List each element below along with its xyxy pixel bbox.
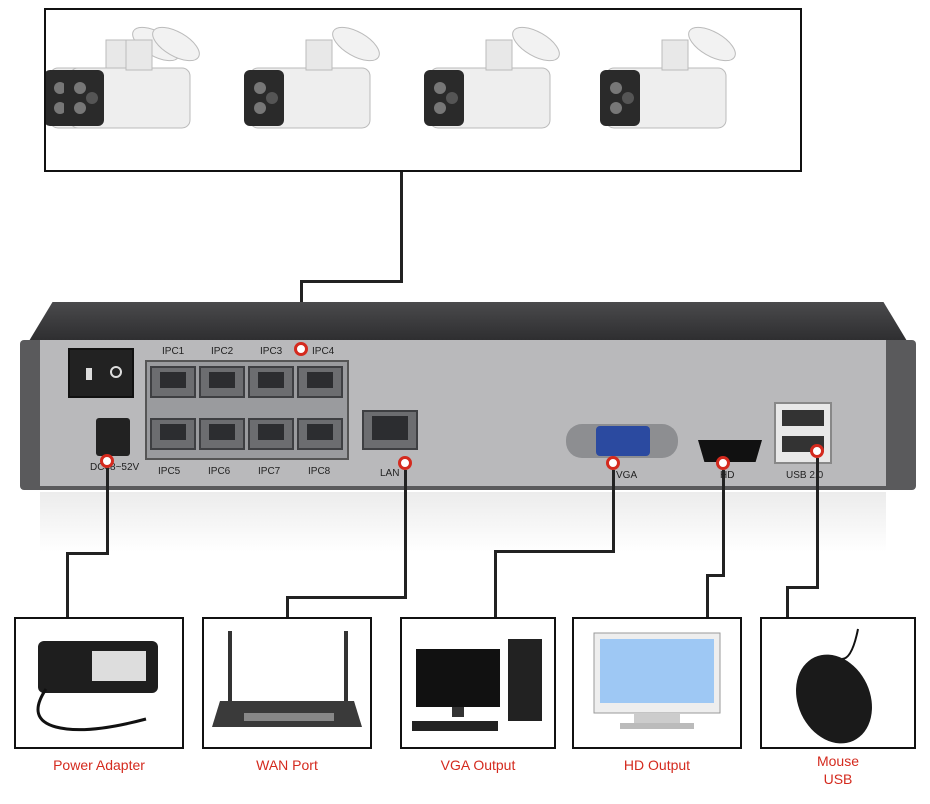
marker-vga (606, 456, 620, 470)
vga-port (566, 424, 678, 458)
caption-wan-port: WAN Port (256, 757, 318, 773)
camera-group-box (44, 8, 802, 172)
marker-usb (810, 444, 824, 458)
wire-vga-v2 (494, 550, 497, 618)
ipc8-port (297, 418, 343, 450)
power-adapter-image (36, 641, 158, 732)
ipc5-port (150, 418, 196, 450)
ipc2-port (199, 366, 245, 398)
marker-lan (398, 456, 412, 470)
hd-monitor-box (572, 617, 742, 749)
ipc7-port (248, 418, 294, 450)
wire-vga-h (494, 550, 615, 553)
usb-label: USB 2.0 (786, 470, 824, 481)
vga-monitor-image (412, 639, 542, 731)
ipc2-label: IPC2 (211, 346, 234, 357)
mouse-image (796, 628, 872, 744)
marker-hd (716, 456, 730, 470)
wire-power-v2 (66, 552, 69, 618)
mouse-box (760, 617, 916, 749)
wire-usb (816, 458, 819, 588)
ipc7-label: IPC7 (258, 466, 281, 477)
lan-port (362, 410, 418, 450)
wire-lan (404, 470, 407, 598)
dc-label: DC48~52V (90, 462, 140, 473)
wire-hd-h (706, 574, 725, 577)
ipc3-port (248, 366, 294, 398)
wire-power (106, 468, 109, 554)
lan-label: LAN (380, 468, 400, 479)
ipc4-label: IPC4 (312, 346, 335, 357)
power-switch (68, 348, 134, 398)
wire-lan-v2 (286, 596, 289, 618)
ipc1-port (150, 366, 196, 398)
hd-label: HD (720, 470, 735, 481)
wire-power-h (66, 552, 109, 555)
power-adapter-box (14, 617, 184, 749)
caption-hd-output: HD Output (623, 757, 691, 773)
wire-usb-v2 (786, 586, 789, 618)
ipc4-port (297, 366, 343, 398)
wire-lan-h (286, 596, 407, 599)
ipc8-label: IPC8 (308, 466, 331, 477)
ipc6-port (199, 418, 245, 450)
camera-wire-horizontal (300, 280, 403, 283)
vga-monitor-box (400, 617, 556, 749)
usb-ports (774, 402, 832, 464)
wire-hd (722, 470, 725, 576)
hd-monitor-image (593, 632, 721, 729)
wire-hd-v2 (706, 574, 709, 618)
router-box (202, 617, 372, 749)
dc-jack (96, 418, 130, 456)
ipc3-label: IPC3 (260, 346, 283, 357)
vga-label: VGA (616, 470, 638, 481)
wire-vga (612, 470, 615, 552)
ipc5-label: IPC5 (158, 466, 181, 477)
marker-power (100, 454, 114, 468)
caption-vga-output: VGA Output (440, 757, 516, 773)
wire-usb-h (786, 586, 819, 589)
nvr-reflection (40, 492, 886, 552)
camera-wire-vertical (400, 172, 403, 282)
marker-ipc (294, 342, 308, 356)
camera-group-image (44, 20, 742, 129)
ipc6-label: IPC6 (208, 466, 231, 477)
nvr-top-cover (26, 302, 910, 346)
ipc1-label: IPC1 (162, 346, 185, 357)
router-image (212, 631, 362, 727)
caption-mouse-usb: Mouse USB (816, 753, 860, 787)
caption-power-adapter: Power Adapter (53, 757, 145, 773)
hd-port (698, 440, 762, 462)
